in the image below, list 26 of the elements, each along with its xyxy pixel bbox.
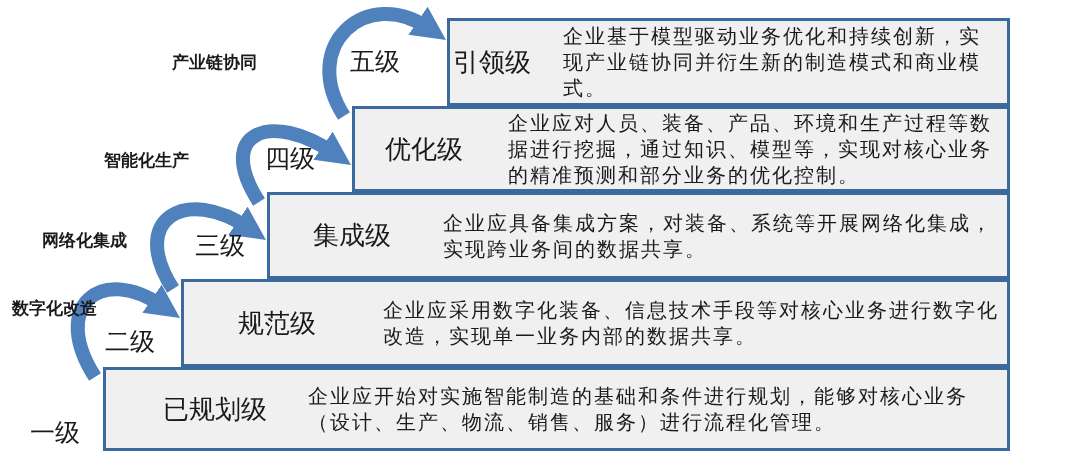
curved-arrow [70,282,181,381]
level-description: 企业应采用数字化装备、信息技术手段等对核心业务进行数字化改造，实现单一业务内部的数据共享。 [383,297,1000,349]
level-description: 企业应具备集成方案，对装备、系统等开展网络化集成，实现跨业务间的数据共享。 [443,209,994,262]
curved-arrow [322,7,447,120]
level-step-box [103,367,1010,451]
level-name: 优化级 [385,132,464,166]
level-number: 五级 [350,46,400,78]
level-step-box [352,106,1010,192]
level-name: 规范级 [238,306,317,340]
level-name: 已规划级 [163,392,268,426]
curved-arrow [150,202,267,293]
level-name: 引领级 [453,45,532,79]
level-number: 三级 [195,230,245,262]
level-name: 集成级 [313,219,392,252]
level-step-box [267,192,1010,279]
level-number: 一级 [30,417,80,449]
level-description: 企业基于模型驱动业务优化和持续创新，实现产业链协同并衍生新的制造模式和商业模式。 [563,23,982,101]
edge-label: 产业链协同 [172,51,257,74]
edge-label: 网络化集成 [42,229,127,252]
level-description: 企业应对人员、装备、产品、环境和生产过程等数据进行挖掘，通过知识、模型等，实现对核心业务的精准预测和部分业务的优化控制。 [508,110,993,188]
level-number: 四级 [265,143,315,175]
level-step-box [181,279,1010,367]
level-description: 企业应开始对实施智能制造的基础和条件进行规划，能够对核心业务（设计、生产、物流、销售、服务）进行流程化管理。 [308,383,969,435]
edge-label: 智能化生产 [104,149,189,172]
level-step-box [447,18,1010,106]
level-number: 二级 [105,326,155,358]
